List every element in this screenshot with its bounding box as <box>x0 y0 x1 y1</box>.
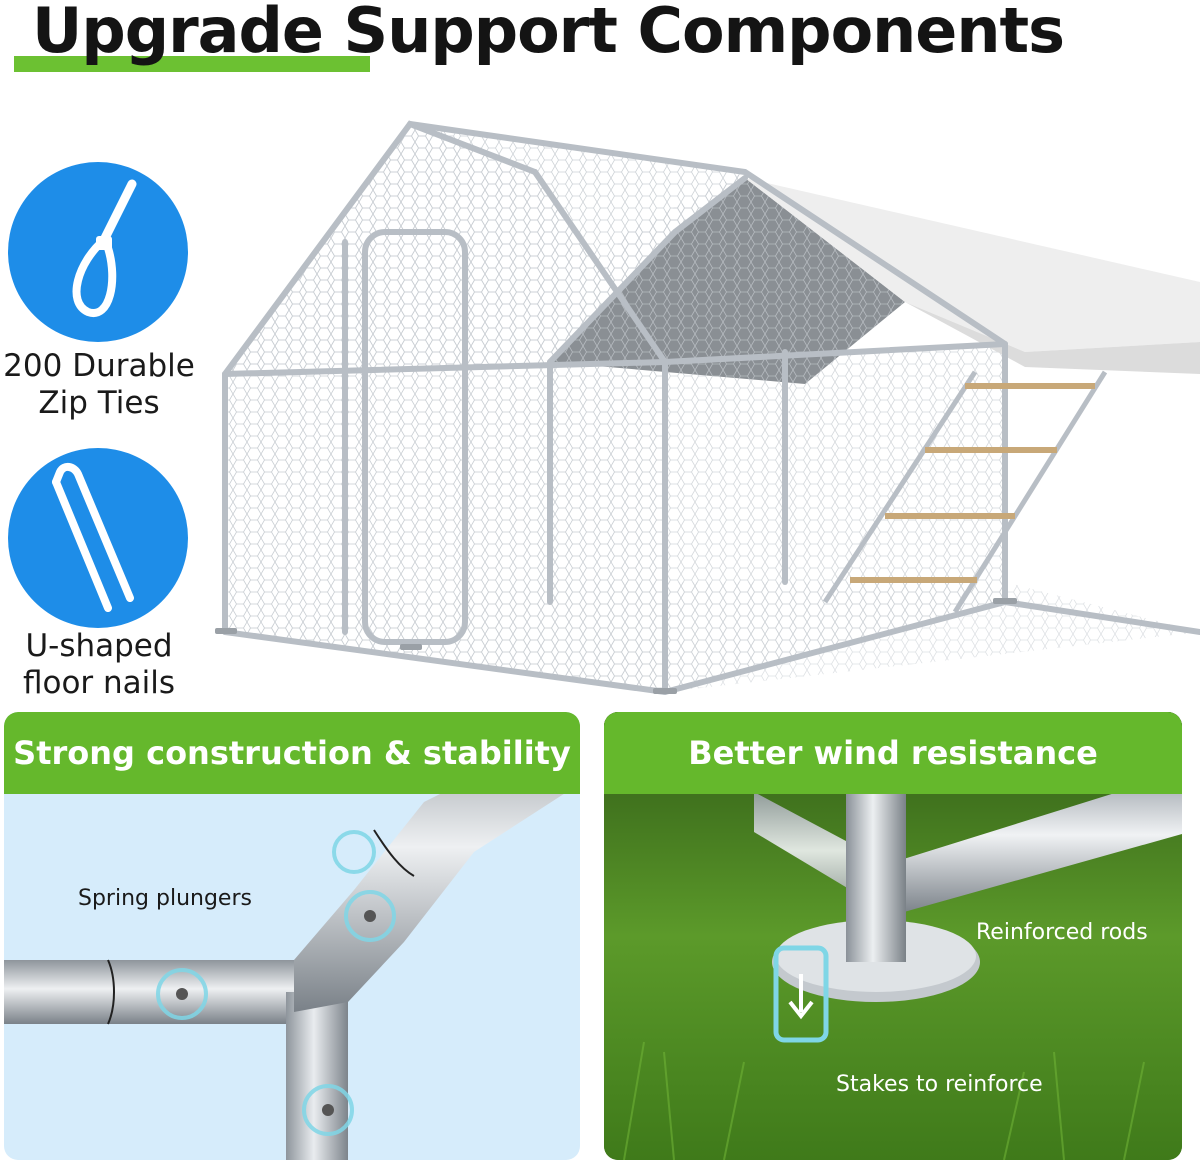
u-nail-icon <box>8 448 188 628</box>
wind-resistance-panel: Better wind resistance Reinforced rods S… <box>604 712 1182 1160</box>
title-area: Upgrade Support Components <box>0 0 1200 90</box>
zip-tie-label-line1: 200 Durable <box>3 348 195 384</box>
title-underline <box>14 56 370 72</box>
u-nail-label: U-shaped floor nails <box>0 628 198 702</box>
construction-panel: Strong construction & stability Spring p… <box>4 712 580 1160</box>
chicken-coop-image <box>205 112 1200 704</box>
u-nail-label-line2: floor nails <box>22 665 176 701</box>
construction-heading: Strong construction & stability <box>4 712 580 794</box>
spring-plungers-label: Spring plungers <box>78 886 252 911</box>
page-title: Upgrade Support Components <box>32 0 1065 67</box>
stakes-label: Stakes to reinforce <box>836 1072 1043 1097</box>
wind-resistance-heading: Better wind resistance <box>604 712 1182 794</box>
zip-tie-label-line2: Zip Ties <box>38 385 160 421</box>
frame-joint-image <box>4 724 580 1160</box>
zip-tie-icon <box>8 162 188 342</box>
zip-tie-label: 200 Durable Zip Ties <box>0 348 198 422</box>
u-nail-label-line1: U-shaped <box>25 628 173 664</box>
reinforced-rods-label: Reinforced rods <box>976 920 1148 945</box>
